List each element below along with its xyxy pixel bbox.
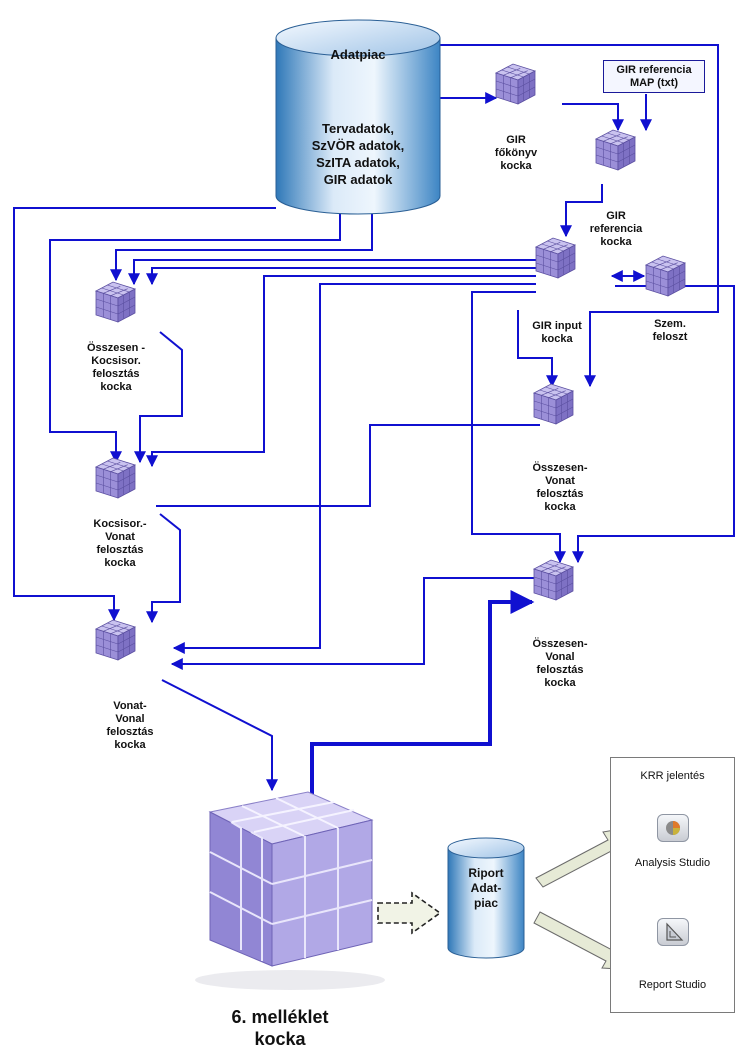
gir-referencia-map-box: GIR referencia MAP (txt) — [603, 60, 705, 93]
arrow-right-loop-to-osszesen-vonal — [572, 285, 735, 564]
analysis-studio-icon[interactable] — [657, 814, 689, 842]
arrow-datamart-loop-to-osszesen-vonat — [440, 44, 719, 388]
cube-gir-input-icon — [535, 237, 576, 279]
panel-title: KRR jelentés — [640, 770, 705, 782]
krr-report-panel: KRR jelentés Analysis Studio Report Stud… — [610, 757, 735, 1013]
gir-referencia-map-label: GIR referencia MAP (txt) — [616, 64, 692, 89]
cube-vonat-vonal-icon — [95, 619, 136, 661]
arrow-input-to-kocsisor-vonat — [146, 275, 536, 468]
cube-gir-fokonyv-label: GIR főkönyv kocka — [494, 134, 538, 172]
dashed-arrow-final-to-report-mart — [377, 891, 442, 935]
datamart-contents: Tervadatok, SzVÖR adatok, SzITA adatok, … — [311, 121, 405, 187]
arrow-input-to-osszesen-vonat — [517, 310, 558, 388]
arrow-datamart-to-osszesen-kocsisor — [110, 214, 373, 282]
arrow-osszesen-vonat-to-kocsisor-vonat — [156, 424, 540, 507]
report-studio-icon[interactable] — [657, 918, 689, 946]
report-mart-cylinder — [447, 837, 525, 959]
cube-osszesen-vonat-label: Összesen- Vonat felosztás kocka — [532, 462, 588, 513]
arrow-input-to-vonat-vonal — [172, 283, 536, 654]
arrow-input-to-osszesen-vonal — [471, 291, 566, 564]
final-cube-title: 6. melléklet kocka — [231, 1007, 329, 1049]
cube-kocsisor-vonat-label: Kocsisor.- Vonat felosztás kocka — [93, 518, 147, 569]
report-studio-label[interactable]: Report Studio — [638, 979, 707, 991]
report-mart-label: Riport Adat- piac — [468, 866, 504, 910]
cube-szem-feloszt-icon — [645, 255, 686, 297]
final-cube — [195, 791, 385, 990]
cube-kocsisor-vonat-icon — [95, 457, 136, 499]
cube-gir-input-label: GIR input kocka — [532, 320, 582, 345]
datamart-cylinder — [275, 19, 441, 215]
arrow-kocsisor-vonat-to-vonat-vonal — [146, 513, 181, 624]
cube-vonat-vonal-label: Vonat- Vonal felosztás kocka — [106, 700, 154, 751]
arrow-referencia-to-input — [560, 184, 603, 238]
cube-gir-referencia-label: GIR referencia kocka — [589, 210, 643, 248]
datamart-title: Adatpiac — [330, 47, 386, 62]
arrow-final-to-osszesen-vonal — [310, 590, 535, 795]
arrow-osszesen-vonal-to-vonat-vonal — [170, 577, 536, 670]
cube-osszesen-vonal-icon — [533, 559, 574, 601]
analysis-studio-label[interactable]: Analysis Studio — [634, 857, 711, 869]
cube-gir-fokonyv-icon — [495, 63, 536, 105]
cube-osszesen-vonat-icon — [533, 383, 574, 425]
cube-szem-feloszt-label: Szem. feloszt — [652, 318, 688, 343]
arrow-input-to-osszesen-kocsisor — [128, 259, 536, 286]
cube-osszesen-kocsisor-icon — [95, 281, 136, 323]
cube-osszesen-vonal-label: Összesen- Vonal felosztás kocka — [532, 638, 588, 689]
cube-osszesen-kocsisor-label: Összesen - Kocsisor. felosztás kocka — [86, 342, 146, 393]
arrow-datamart-to-vonat-vonal — [13, 207, 276, 622]
arrow-datamart-to-kocsisor-vonat — [49, 214, 341, 464]
cube-gir-referencia-icon — [595, 129, 636, 171]
arrow-vonat-vonal-to-final — [161, 679, 278, 792]
arrow-input-to-osszesen-kocsisor-2 — [146, 267, 536, 286]
connectors — [13, 44, 735, 792]
arrow-fokonyv-to-referencia — [562, 103, 624, 132]
arrow-osszesen-kocsisor-to-kocsisor-vonat — [134, 331, 183, 464]
